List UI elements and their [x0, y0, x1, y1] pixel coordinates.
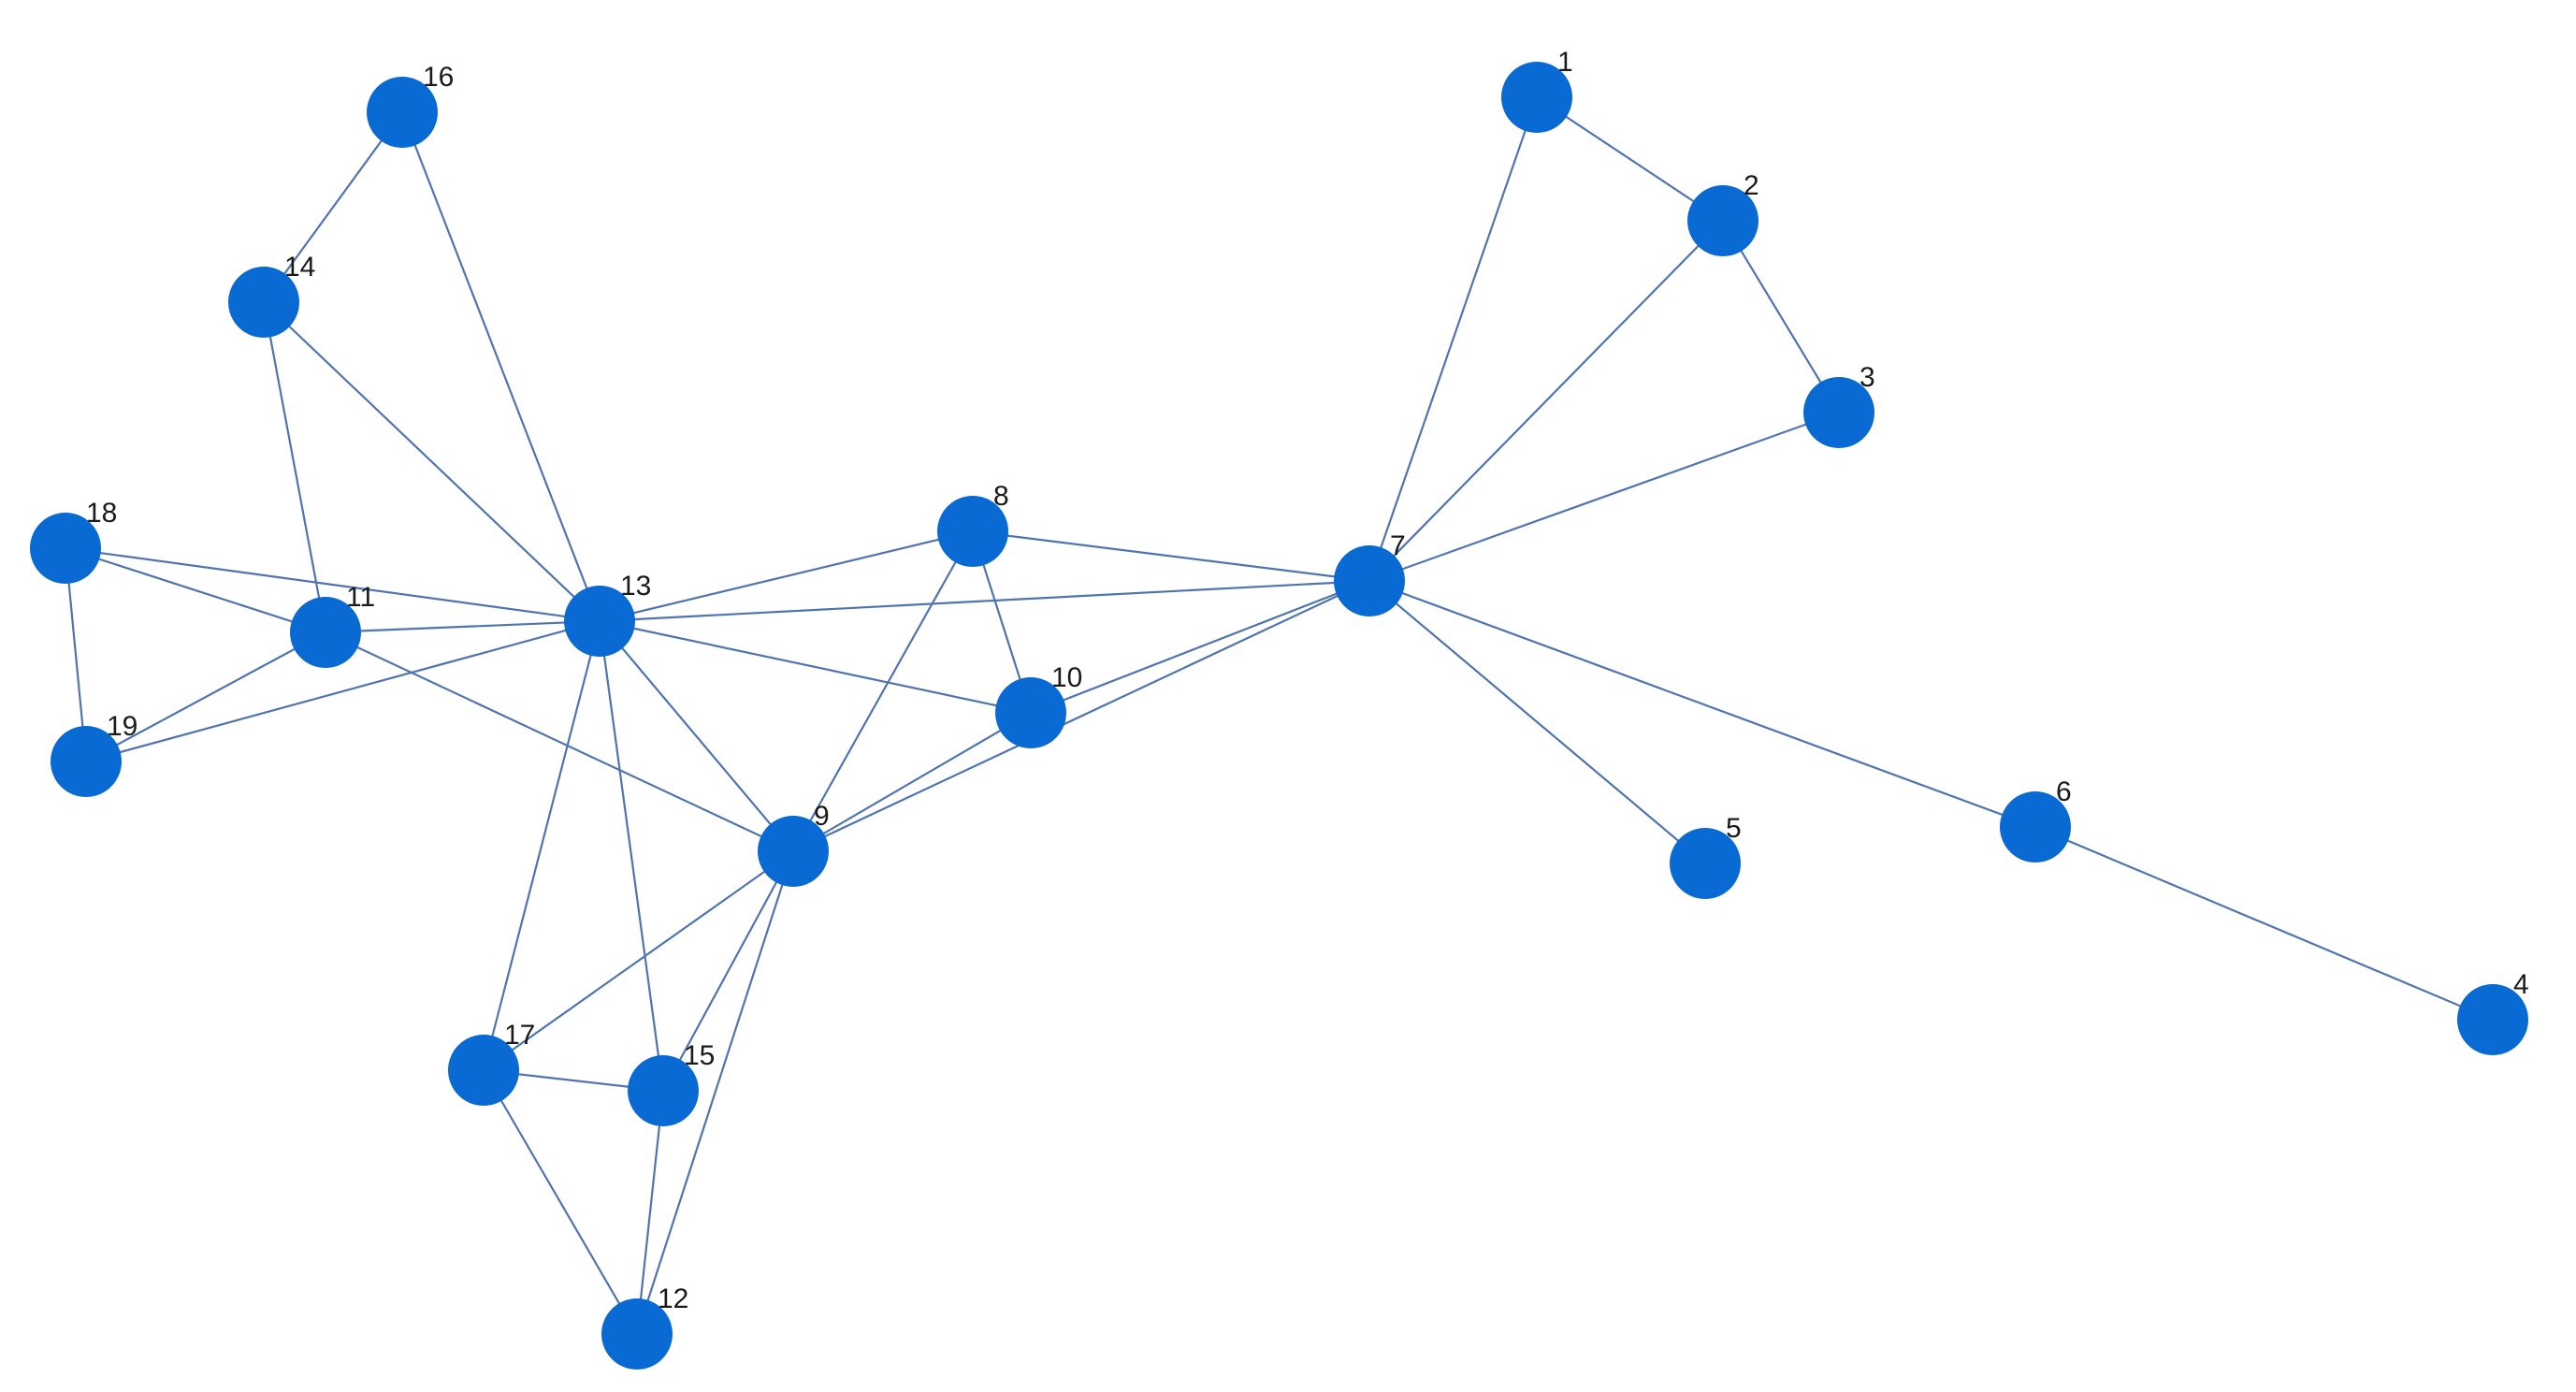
- edge-13-15: [598, 620, 665, 1092]
- node-13[interactable]: [564, 586, 635, 657]
- node-1[interactable]: [1501, 62, 1572, 133]
- edge-7-6: [1368, 579, 2036, 829]
- edge-11-9: [325, 631, 794, 852]
- node-7[interactable]: [1334, 545, 1405, 616]
- node-label-9: 9: [814, 801, 830, 832]
- edge-8-9: [792, 530, 974, 852]
- edge-9-17: [483, 850, 794, 1071]
- edge-17-12: [483, 1069, 638, 1335]
- node-label-13: 13: [620, 571, 651, 602]
- edge-13-16: [400, 111, 601, 622]
- node-2[interactable]: [1687, 185, 1758, 256]
- nodes-layer: [30, 62, 2528, 1370]
- node-12[interactable]: [601, 1298, 673, 1370]
- edge-13-11: [325, 619, 601, 634]
- edge-10-13: [599, 619, 1032, 715]
- edge-7-10: [1030, 579, 1370, 715]
- node-label-1: 1: [1557, 47, 1573, 78]
- edge-18-19: [64, 547, 88, 762]
- node-18[interactable]: [30, 513, 101, 584]
- edge-11-19: [85, 631, 326, 762]
- node-label-17: 17: [504, 1020, 535, 1051]
- node-label-11: 11: [346, 582, 375, 613]
- node-label-14: 14: [284, 252, 315, 283]
- edge-7-9: [792, 580, 1370, 852]
- node-label-19: 19: [107, 711, 137, 742]
- node-3[interactable]: [1803, 377, 1874, 448]
- node-6[interactable]: [2000, 791, 2071, 863]
- edge-9-15: [662, 850, 794, 1092]
- edge-13-17: [482, 620, 601, 1071]
- edge-2-3: [1722, 220, 1840, 413]
- edge-7-13: [599, 579, 1370, 623]
- node-8[interactable]: [937, 496, 1008, 567]
- edge-14-11: [262, 301, 327, 633]
- edge-16-14: [263, 111, 403, 303]
- node-label-16: 16: [423, 62, 454, 93]
- edge-13-9: [599, 620, 794, 852]
- node-10[interactable]: [995, 677, 1066, 748]
- node-17[interactable]: [448, 1035, 519, 1106]
- edge-6-4: [2034, 825, 2494, 1022]
- node-label-12: 12: [658, 1283, 688, 1314]
- node-label-8: 8: [993, 481, 1009, 512]
- edge-13-18: [65, 546, 601, 623]
- node-14[interactable]: [228, 267, 299, 338]
- node-19[interactable]: [51, 726, 122, 797]
- edge-9-12: [635, 850, 795, 1335]
- node-label-7: 7: [1390, 530, 1406, 561]
- node-4[interactable]: [2457, 984, 2528, 1055]
- edge-10-9: [792, 712, 1032, 852]
- node-label-5: 5: [1726, 813, 1742, 844]
- edge-18-11: [65, 546, 326, 634]
- edge-13-14: [263, 301, 601, 622]
- node-15[interactable]: [628, 1055, 699, 1126]
- node-label-4: 4: [2513, 969, 2529, 1000]
- edge-8-13: [599, 529, 974, 623]
- node-label-3: 3: [1860, 362, 1875, 393]
- node-label-18: 18: [86, 498, 117, 529]
- node-16[interactable]: [367, 77, 438, 148]
- edge-13-19: [85, 619, 601, 763]
- node-label-6: 6: [2056, 776, 2072, 807]
- edge-1-2: [1536, 96, 1724, 222]
- edge-15-12: [635, 1090, 665, 1335]
- node-label-10: 10: [1051, 662, 1082, 693]
- node-11[interactable]: [290, 597, 361, 668]
- edge-7-8: [972, 529, 1370, 583]
- node-label-2: 2: [1744, 170, 1759, 201]
- node-9[interactable]: [758, 816, 829, 887]
- edge-2-7: [1368, 220, 1724, 582]
- edge-1-7: [1368, 96, 1539, 582]
- node-5[interactable]: [1670, 828, 1741, 899]
- node-label-15: 15: [684, 1040, 715, 1071]
- edges-layer: [64, 96, 2494, 1335]
- edge-7-5: [1368, 580, 1706, 864]
- edge-3-7: [1368, 411, 1840, 583]
